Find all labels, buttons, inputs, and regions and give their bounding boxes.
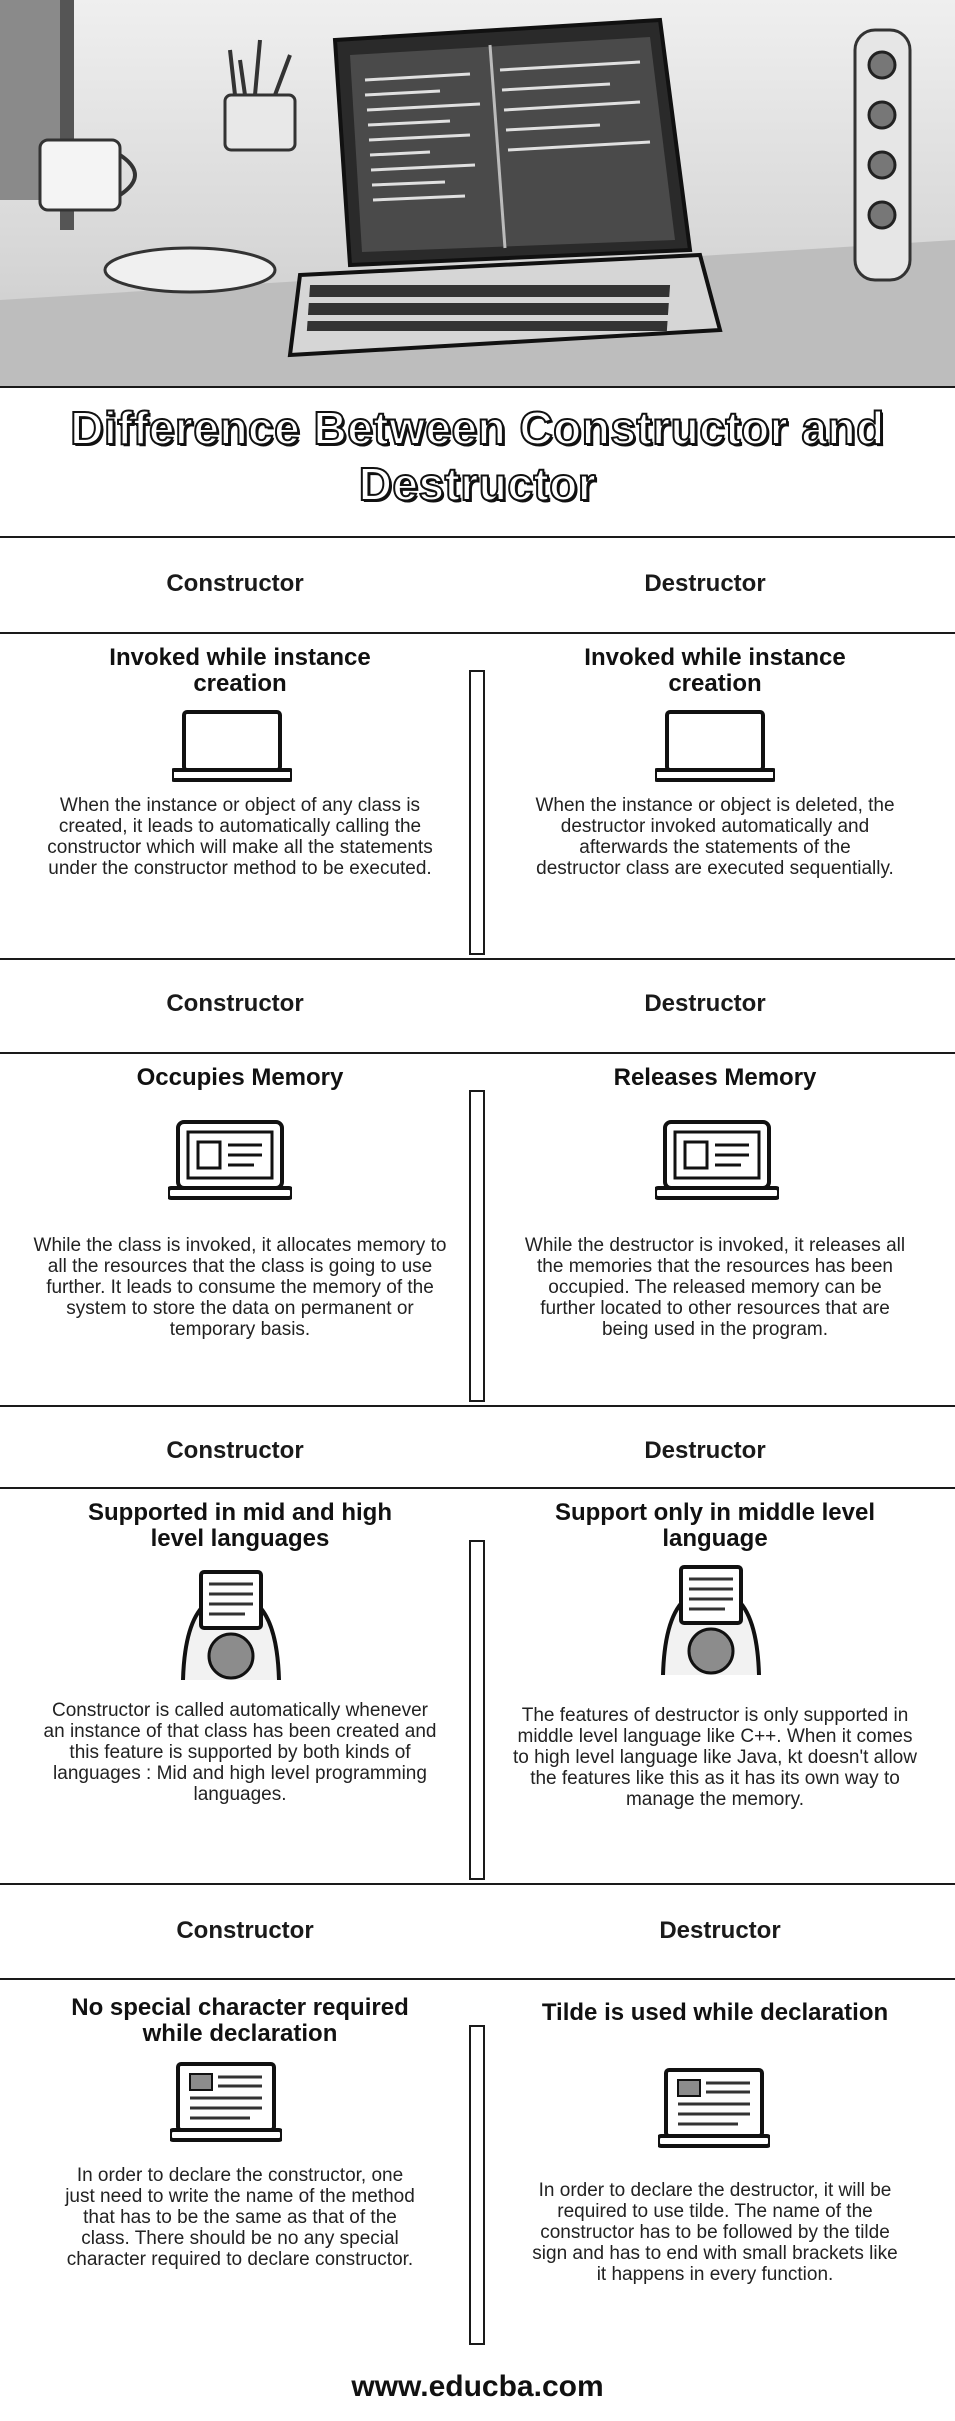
- person-laptop-icon: [661, 1565, 761, 1676]
- row-1-left-title: Invoked while instance creation: [109, 644, 371, 697]
- row-2-left-title: Occupies Memory: [136, 1064, 344, 1091]
- block-divider: [0, 1883, 955, 1885]
- header-divider: [0, 1978, 955, 1980]
- column-divider: [469, 1090, 485, 1402]
- row-4-right-title: Tilde is used while declaration: [541, 1999, 889, 2026]
- column-divider: [469, 2025, 485, 2345]
- footer-url[interactable]: www.educba.com: [351, 2370, 604, 2403]
- row-2-right-title: Releases Memory: [613, 1064, 817, 1091]
- row-3-right-description: The features of destructor is only suppo…: [513, 1705, 917, 1810]
- column-divider: [469, 1540, 485, 1880]
- header-divider: [0, 1487, 955, 1489]
- header-divider: [0, 632, 955, 634]
- block-divider: [0, 1405, 955, 1407]
- person-laptop-icon: [181, 1570, 281, 1681]
- row-3-right-body: The features of destructor is only suppo…: [495, 1705, 935, 1810]
- row-4-left: No special character required while decl…: [20, 1995, 460, 2047]
- row-1-right-title: Invoked while instance creation: [584, 644, 846, 697]
- column-header-constructor: Constructor: [166, 1437, 304, 1464]
- row-1-right: Invoked while instance creation: [495, 645, 935, 697]
- row-4-right: Tilde is used while declaration: [495, 2000, 935, 2026]
- header-divider: [0, 1052, 955, 1054]
- column-header-destructor: Destructor: [644, 570, 766, 597]
- monitor-document-icon: [655, 1120, 779, 1200]
- row-1-left: Invoked while instance creation: [20, 645, 460, 697]
- column-header-constructor: Constructor: [176, 1917, 314, 1944]
- block-divider: [0, 536, 955, 538]
- monitor-article-icon: [170, 2062, 282, 2142]
- row-3-right-title: Support only in middle level language: [554, 1499, 876, 1552]
- row-2-left-body: While the class is invoked, it allocates…: [20, 1235, 460, 1340]
- column-header-destructor: Destructor: [659, 1917, 781, 1944]
- row-3-left-body: Constructor is called automatically when…: [20, 1700, 460, 1805]
- column-divider: [469, 670, 485, 955]
- row-3-left: Supported in mid and high level language…: [20, 1500, 460, 1552]
- row-3-left-description: Constructor is called automatically when…: [43, 1700, 437, 1805]
- column-header-constructor: Constructor: [166, 990, 304, 1017]
- laptop-icon: [655, 710, 775, 782]
- row-1-left-description: When the instance or object of any class…: [47, 795, 433, 879]
- monitor-document-icon: [168, 1120, 292, 1200]
- laptop-icon: [172, 710, 292, 782]
- column-header-constructor: Constructor: [166, 570, 304, 597]
- row-2-left: Occupies Memory: [20, 1065, 460, 1091]
- row-2-right-body: While the destructor is invoked, it rele…: [495, 1235, 935, 1340]
- row-2-right-description: While the destructor is invoked, it rele…: [524, 1235, 906, 1340]
- block-divider: [0, 958, 955, 960]
- row-4-left-description: In order to declare the constructor, one…: [65, 2165, 415, 2270]
- column-header-destructor: Destructor: [644, 1437, 766, 1464]
- monitor-article-icon: [658, 2068, 770, 2148]
- row-2-left-description: While the class is invoked, it allocates…: [33, 1235, 447, 1340]
- row-1-right-body: When the instance or object is deleted, …: [495, 795, 935, 879]
- row-1-left-body: When the instance or object of any class…: [20, 795, 460, 879]
- row-2-right: Releases Memory: [495, 1065, 935, 1091]
- row-4-left-title: No special character required while decl…: [71, 1994, 409, 2047]
- row-1-right-description: When the instance or object is deleted, …: [535, 795, 895, 879]
- hero-illustration: [0, 0, 955, 386]
- row-3-right: Support only in middle level language: [495, 1500, 935, 1552]
- hero-image: [0, 0, 955, 388]
- row-4-right-body: In order to declare the destructor, it w…: [495, 2180, 935, 2285]
- row-4-left-body: In order to declare the constructor, one…: [20, 2165, 460, 2270]
- row-3-left-title: Supported in mid and high level language…: [88, 1499, 392, 1552]
- row-4-right-description: In order to declare the destructor, it w…: [532, 2180, 898, 2285]
- page-title: Difference Between Constructor and Destr…: [69, 401, 885, 511]
- column-header-destructor: Destructor: [644, 990, 766, 1017]
